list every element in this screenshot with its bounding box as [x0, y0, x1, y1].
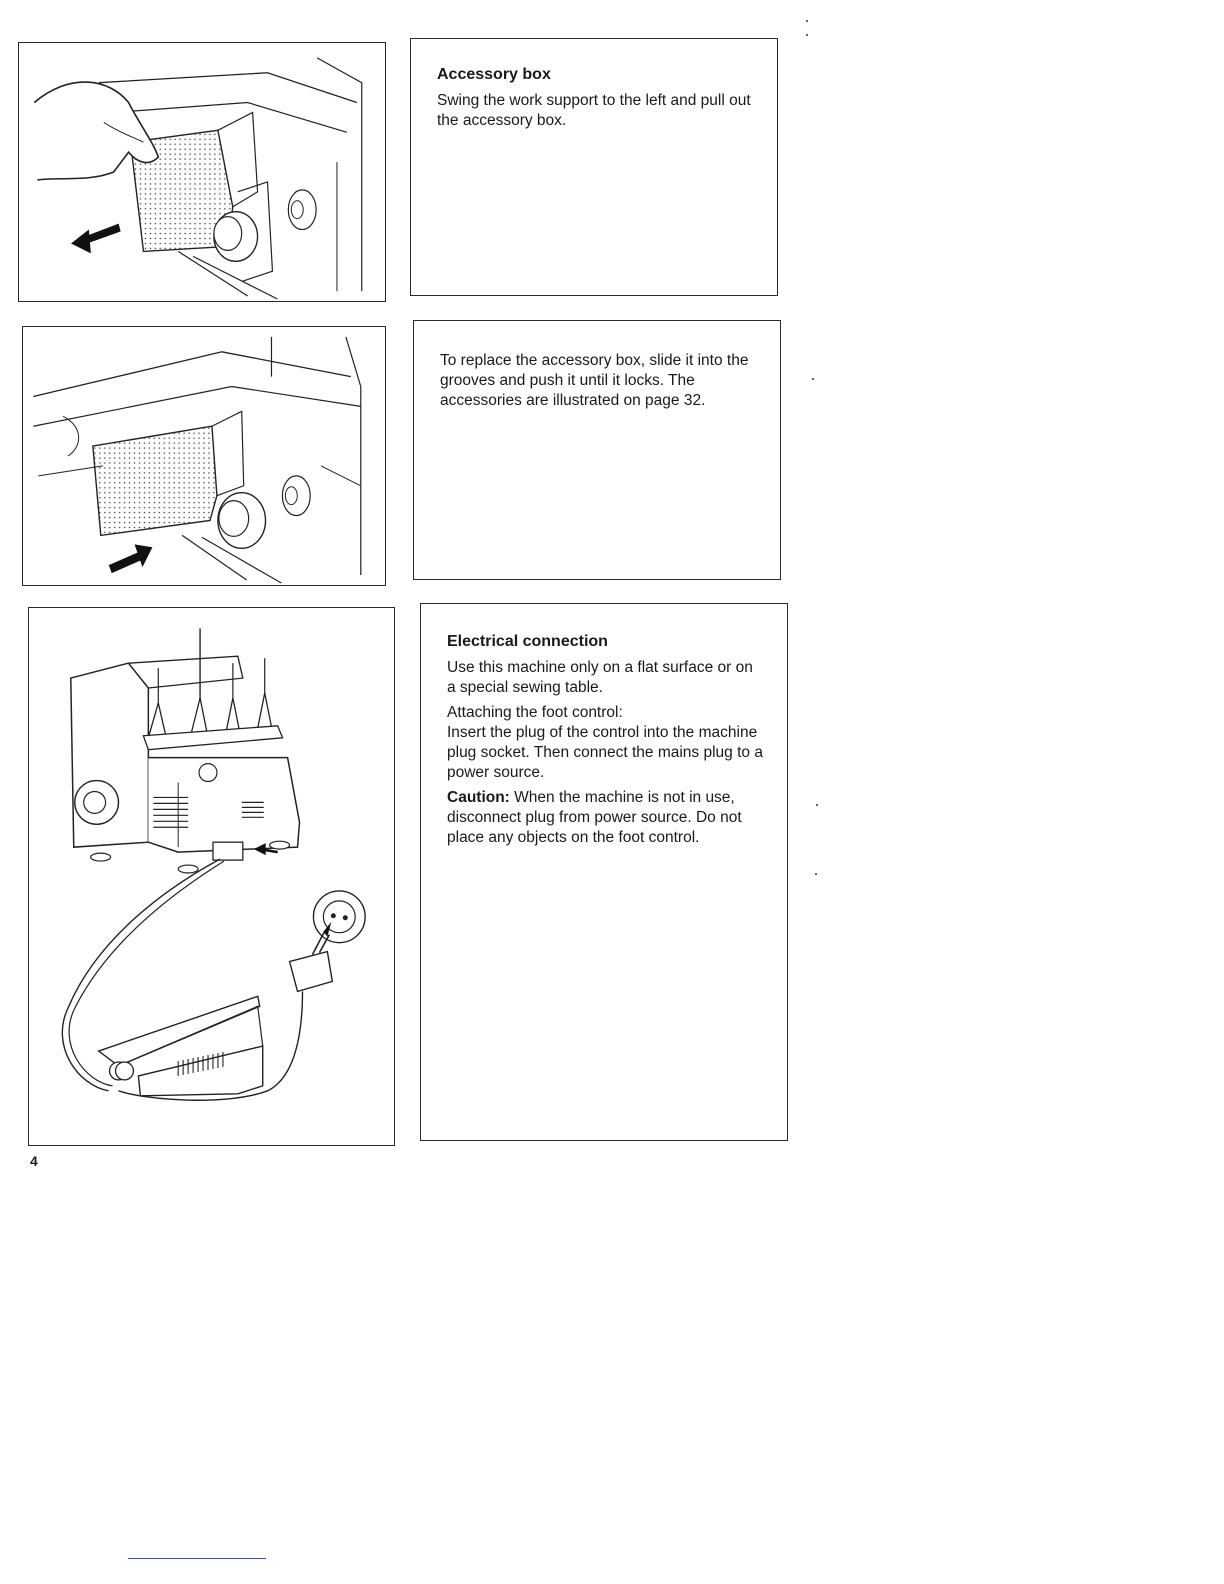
electrical-heading: Electrical connection	[447, 633, 608, 650]
foot-control-intro: Attaching the foot control:	[447, 704, 623, 721]
scan-speck	[806, 34, 808, 36]
footer-rule	[128, 1558, 266, 1559]
scan-speck	[816, 804, 818, 806]
electrical-connection-drawing	[61, 628, 366, 1101]
scan-speck	[806, 20, 808, 22]
electrical-para-1: Use this machine only on a flat surface …	[447, 659, 753, 696]
accessory-box-text-panel: Accessory box Swing the work support to …	[410, 38, 778, 296]
illustration-electrical-connection	[28, 607, 395, 1146]
caution-text: When the machine is not in use, disconne…	[447, 789, 742, 846]
scan-speck	[815, 873, 817, 875]
caution-paragraph: Caution: When the machine is not in use,…	[447, 788, 763, 848]
electrical-text-panel: Electrical connection Use this machine o…	[420, 603, 788, 1141]
page-number: 4	[30, 1153, 38, 1169]
caution-label: Caution:	[447, 789, 510, 806]
scan-speck	[812, 378, 814, 380]
illustration-replace-accessory-box	[22, 326, 386, 586]
accessory-box-body: Swing the work support to the left and p…	[437, 92, 751, 129]
replace-box-body: To replace the accessory box, slide it i…	[440, 352, 749, 409]
remove-accessory-box-drawing	[33, 57, 363, 300]
replace-accessory-box-drawing	[33, 336, 362, 584]
foot-control-instructions: Insert the plug of the control into the …	[447, 724, 763, 781]
illustration-remove-accessory-box	[18, 42, 386, 302]
accessory-box-heading: Accessory box	[437, 66, 551, 83]
replace-box-text-panel: To replace the accessory box, slide it i…	[413, 320, 781, 580]
electrical-para-2: Attaching the foot control: Insert the p…	[447, 703, 763, 783]
